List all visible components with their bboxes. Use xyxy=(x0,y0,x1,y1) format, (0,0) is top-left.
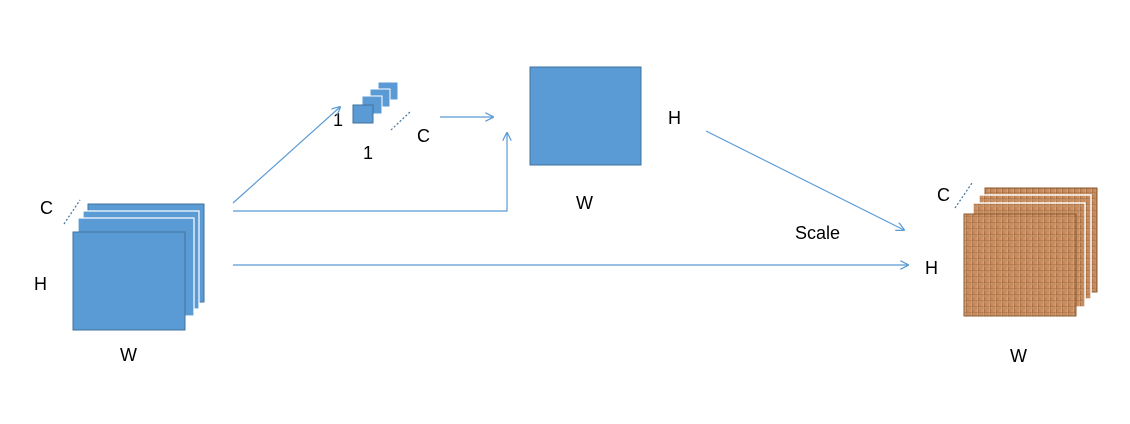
output-channel-dash xyxy=(954,182,973,209)
spatial-map: H W xyxy=(529,66,681,213)
spatial-map-h-label: H xyxy=(668,108,681,128)
arrow-input-to-spatial xyxy=(233,133,507,212)
channel-vector-c-label: C xyxy=(417,126,430,146)
input-channel-dash xyxy=(63,199,81,225)
channel-vector-dash xyxy=(390,111,411,131)
output-c-label: C xyxy=(937,185,950,205)
channel-vector-w-label: 1 xyxy=(363,143,373,163)
arrows xyxy=(232,107,908,265)
arrow-spatial-to-output xyxy=(705,130,904,230)
output-channel-layer xyxy=(963,213,1077,317)
output-h-label: H xyxy=(925,258,938,278)
arrow-input-to-channel xyxy=(232,107,340,204)
input-h-label: H xyxy=(34,274,47,294)
input-tensor: C H W xyxy=(34,198,205,365)
input-channel-layer xyxy=(72,231,186,331)
input-w-label: W xyxy=(120,345,137,365)
input-c-label: C xyxy=(40,198,53,218)
output-tensor: C H W xyxy=(925,182,1098,366)
scale-label: Scale xyxy=(795,223,840,243)
channel-vector-cell xyxy=(352,104,374,124)
output-w-label: W xyxy=(1010,346,1027,366)
spatial-map-w-label: W xyxy=(576,193,593,213)
channel-vector-h-label: 1 xyxy=(333,110,343,130)
spatial-map-square xyxy=(529,66,642,166)
channel-vector: 1 1 C xyxy=(333,81,430,163)
